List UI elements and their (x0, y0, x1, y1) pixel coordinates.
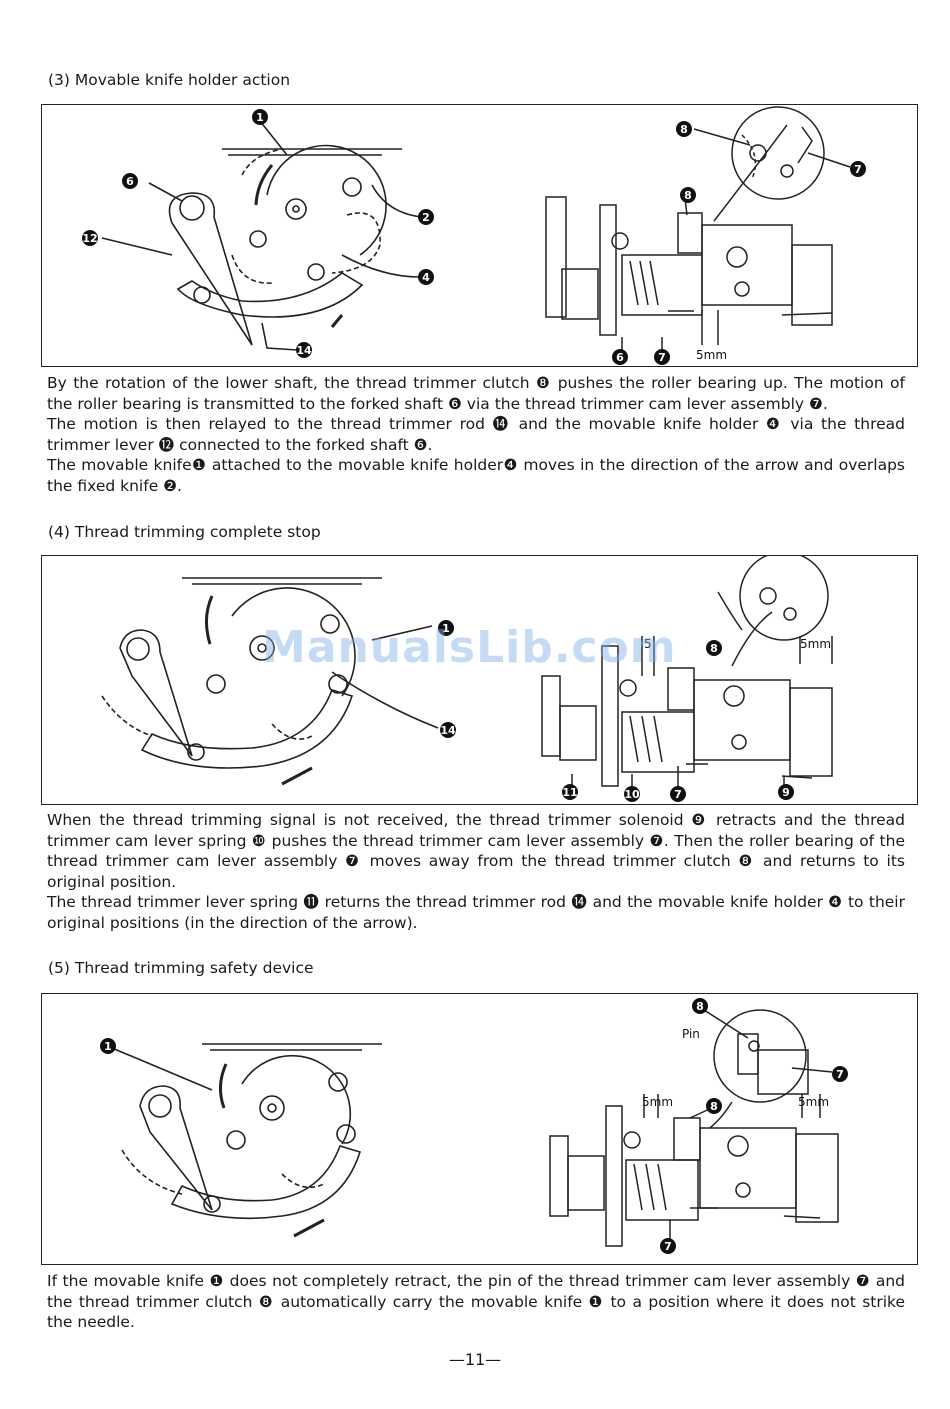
section-4-dimension: 5mm (800, 637, 831, 651)
section-4-text: When the thread trimming signal is not r… (47, 810, 905, 933)
svg-text:7: 7 (854, 163, 862, 176)
section-4-paragraph-1: When the thread trimming signal is not r… (47, 811, 905, 891)
svg-text:6: 6 (126, 175, 134, 188)
svg-text:12: 12 (82, 232, 97, 245)
svg-text:8: 8 (680, 123, 688, 136)
svg-text:8: 8 (710, 642, 718, 655)
section-3-callouts-left: 1 6 12 2 4 14 (82, 109, 434, 358)
section-3-paragraph-2: The motion is then relayed to the thread… (47, 415, 905, 454)
svg-text:10: 10 (624, 788, 640, 801)
section-4-callouts-right: 8 11 10 7 9 (562, 640, 794, 802)
svg-text:8: 8 (684, 189, 692, 202)
svg-text:7: 7 (674, 788, 682, 801)
svg-text:14: 14 (296, 344, 312, 357)
section-5-drawing: Pin 5mm 5mm 1 8 7 8 7 (100, 998, 848, 1254)
svg-text:14: 14 (440, 724, 456, 737)
section-5-pin-label: Pin (682, 1027, 700, 1041)
svg-text:11: 11 (562, 786, 577, 799)
section-5-heading: (5) Thread trimming safety device (48, 959, 314, 977)
section-3-callouts-right: 8 7 8 6 7 (612, 121, 866, 365)
section-3-drawing: 5mm 1 6 12 2 4 14 8 7 8 6 7 (82, 106, 866, 365)
section-5-dimension-b: 5mm (798, 1095, 829, 1109)
svg-text:1: 1 (442, 622, 450, 635)
section-5-callouts-right: 8 7 8 7 (660, 998, 848, 1254)
section-3-text: By the rotation of the lower shaft, the … (47, 373, 905, 496)
section-4-callout-five: 5 (644, 637, 652, 651)
section-4-diagram: 5 5mm 1 14 8 11 10 7 9 (41, 555, 918, 805)
section-4-drawing: 5 5mm 1 14 8 11 10 7 9 (101, 556, 833, 802)
section-5-dimension-a: 5mm (642, 1095, 673, 1109)
svg-text:9: 9 (782, 786, 790, 799)
section-5-diagram: Pin 5mm 5mm 1 8 7 8 7 (41, 993, 918, 1265)
section-5-text: If the movable knife ❶ does not complete… (47, 1271, 905, 1333)
svg-text:4: 4 (422, 271, 430, 284)
section-4-callouts-left: 1 14 (438, 620, 456, 738)
page-number: —11— (448, 1350, 502, 1369)
svg-text:7: 7 (658, 351, 666, 364)
svg-text:2: 2 (422, 211, 430, 224)
section-3-paragraph-3: The movable knife❶ attached to the movab… (47, 456, 905, 495)
svg-text:1: 1 (256, 111, 264, 124)
section-5-paragraph-1: If the movable knife ❶ does not complete… (47, 1272, 905, 1331)
svg-text:8: 8 (696, 1000, 704, 1013)
svg-text:7: 7 (664, 1240, 672, 1253)
section-3-heading: (3) Movable knife holder action (48, 71, 291, 89)
section-4-paragraph-2: The thread trimmer lever spring ⓫ return… (47, 893, 905, 932)
section-3-dimension: 5mm (696, 348, 727, 362)
section-3-diagram: 5mm 1 6 12 2 4 14 8 7 8 6 7 (41, 104, 918, 367)
svg-text:1: 1 (104, 1040, 112, 1053)
svg-text:8: 8 (710, 1100, 718, 1113)
section-3-paragraph-1: By the rotation of the lower shaft, the … (47, 374, 905, 413)
section-4-heading: (4) Thread trimming complete stop (48, 523, 321, 541)
svg-text:6: 6 (616, 351, 624, 364)
section-5-callouts-left: 1 (100, 1038, 116, 1054)
svg-text:7: 7 (836, 1068, 844, 1081)
